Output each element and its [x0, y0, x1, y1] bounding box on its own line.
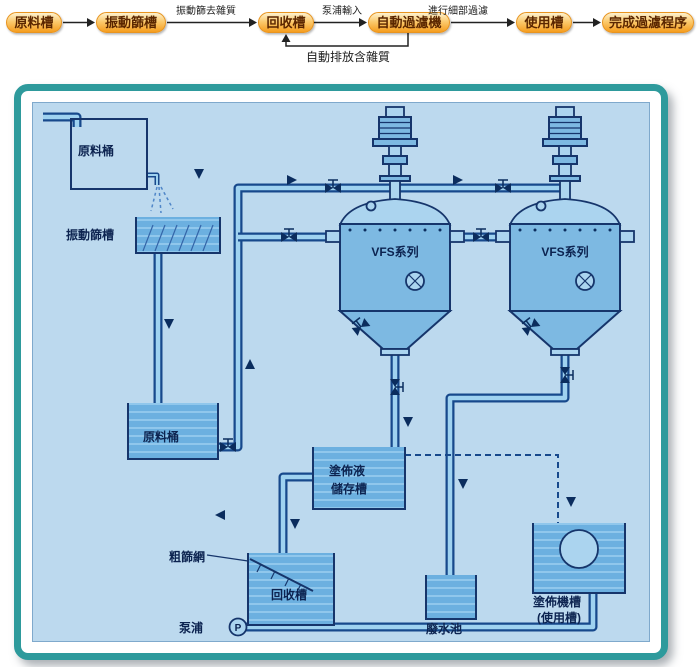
pipe-faucet [147, 172, 160, 185]
flow-direction-arrow-icon [245, 359, 255, 369]
pump-letter: P [235, 623, 242, 634]
flow-direction-arrow-icon [290, 519, 300, 529]
coarse-screen-leader [206, 554, 249, 562]
flow-step-complete: 完成過濾程序 [602, 12, 694, 33]
raw-barrel-mid-tank [127, 403, 219, 460]
raw-barrel-top-tank [70, 118, 148, 190]
flow-direction-arrow-icon [403, 417, 413, 427]
flow-direction-arrow-icon [194, 169, 204, 179]
piping-diagram: P 原料桶 振動篩槽 原料桶 VFS系列 VFS系列 塗佈液 儲存槽 粗篩網 回… [32, 102, 650, 642]
label-recovery-tank: 回收槽 [271, 587, 307, 602]
label-pump: 泵浦 [179, 620, 203, 635]
label-use-tank: (使用槽) [537, 610, 581, 625]
filter-vessel-left [326, 107, 464, 355]
label-coating-liquid: 塗佈液 [329, 463, 365, 478]
flow-step-raw-material-tank: 原料槽 [6, 12, 62, 33]
coating-machine-tank-shape [532, 523, 626, 594]
piping-diagram-svg: P 原料桶 振動篩槽 原料桶 VFS系列 VFS系列 塗佈液 儲存槽 粗篩網 回… [43, 103, 649, 637]
label-raw-barrel-mid: 原料桶 [143, 429, 179, 444]
flow-step-auto-filter: 自動過濾機 [368, 12, 450, 33]
label-vfs-series-right: VFS系列 [541, 244, 588, 259]
coating-roller [559, 529, 599, 569]
transition-label-auto-discharge: 自動排放含雜質 [306, 50, 391, 64]
pipe-feed-inlet [43, 112, 82, 127]
flow-return-arrow [281, 33, 409, 47]
waste-pool-tank [425, 575, 477, 620]
flow-direction-arrow-icon [566, 497, 576, 507]
flow-arrow-3 [313, 18, 367, 27]
label-vibrating-sieve: 振動篩槽 [66, 227, 114, 242]
flow-arrow-4 [451, 18, 515, 27]
vibrating-sieve-tank [135, 217, 221, 254]
filter-vessel-right [496, 107, 634, 355]
flow-direction-arrow-icon [164, 319, 174, 329]
coarse-screen-mesh [249, 558, 314, 593]
label-coarse-screen: 粗篩網 [169, 549, 205, 564]
label-vfs-series-left: VFS系列 [371, 244, 418, 259]
label-raw-barrel-top: 原料桶 [78, 143, 114, 158]
flowchart-arrows [63, 18, 601, 47]
label-storage-tank: 儲存槽 [331, 481, 367, 496]
label-coating-machine: 塗佈機槽 [533, 594, 581, 609]
pipe-pump-discharge [238, 591, 598, 632]
flow-arrow-5 [573, 18, 601, 27]
pump-symbol: P [228, 617, 248, 637]
flow-step-use-tank: 使用槽 [516, 12, 572, 33]
pipe-storage-to-recovery [278, 472, 315, 555]
process-flowchart: 原料槽 振動篩槽 回收槽 自動過濾機 使用槽 完成過濾程序 振動篩去雜質 泵浦輸… [0, 0, 700, 84]
storage-tank [312, 447, 406, 510]
flow-arrow-2 [167, 18, 257, 27]
flow-arrow-1 [63, 18, 95, 27]
transition-label-sieve: 振動篩去雜質 [176, 6, 236, 17]
flow-step-recovery-tank: 回收槽 [258, 12, 314, 33]
transition-label-fine-filter: 進行細部過濾 [428, 6, 488, 17]
pipe-dashed-return [405, 454, 559, 525]
label-waste-pool: 廢水池 [426, 621, 462, 636]
transition-label-pump-in: 泵浦輸入 [322, 6, 362, 17]
flow-direction-arrow-icon [215, 510, 225, 520]
flow-direction-arrow-icon [458, 479, 468, 489]
spray-lines [150, 186, 174, 214]
flow-step-vibrating-sieve-tank: 振動篩槽 [96, 12, 166, 33]
recovery-tank [206, 553, 335, 626]
diagram-panel: P 原料桶 振動篩槽 原料桶 VFS系列 VFS系列 塗佈液 儲存槽 粗篩網 回… [14, 84, 668, 660]
